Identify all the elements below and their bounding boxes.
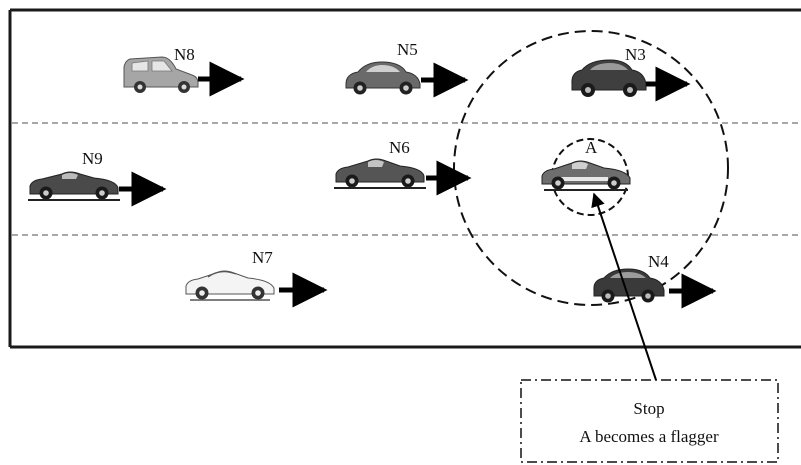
car-icon (345, 61, 421, 95)
vehicle-label-n5: N5 (397, 40, 418, 59)
vehicle-a: A (541, 138, 631, 191)
road (8, 8, 801, 349)
vehicle-n9: N9 (28, 149, 167, 207)
callout-line-2: A becomes a flagger (579, 427, 719, 446)
vehicle-n8: N8 (123, 45, 245, 97)
vehicle-label-n3: N3 (625, 45, 646, 64)
car-icon (571, 59, 647, 97)
vehicle-label-n4: N4 (648, 252, 669, 271)
car-icon (593, 268, 665, 303)
car-icon (541, 160, 631, 191)
car-icon (334, 158, 426, 189)
vehicle-label-a: A (585, 138, 598, 157)
callout-pointer-arrow (591, 192, 657, 381)
vehicle-label-n9: N9 (82, 149, 103, 168)
vehicle-label-n8: N8 (174, 45, 195, 64)
car-icon (185, 270, 275, 301)
vehicle-n7: N7 (185, 248, 328, 308)
car-icon (123, 56, 199, 93)
callout-border (520, 379, 779, 463)
vehicle-n5: N5 (345, 40, 469, 98)
callout-line-1: Stop (633, 399, 664, 418)
vehicle-n4: N4 (593, 252, 717, 309)
vehicle-label-n6: N6 (389, 138, 410, 157)
callout-box: Stop A becomes a flagger (520, 379, 779, 463)
vehicle-n3: N3 (571, 45, 691, 102)
vehicle-n6: N6 (334, 138, 472, 196)
vehicle-label-n7: N7 (252, 248, 273, 267)
car-icon (28, 171, 120, 201)
